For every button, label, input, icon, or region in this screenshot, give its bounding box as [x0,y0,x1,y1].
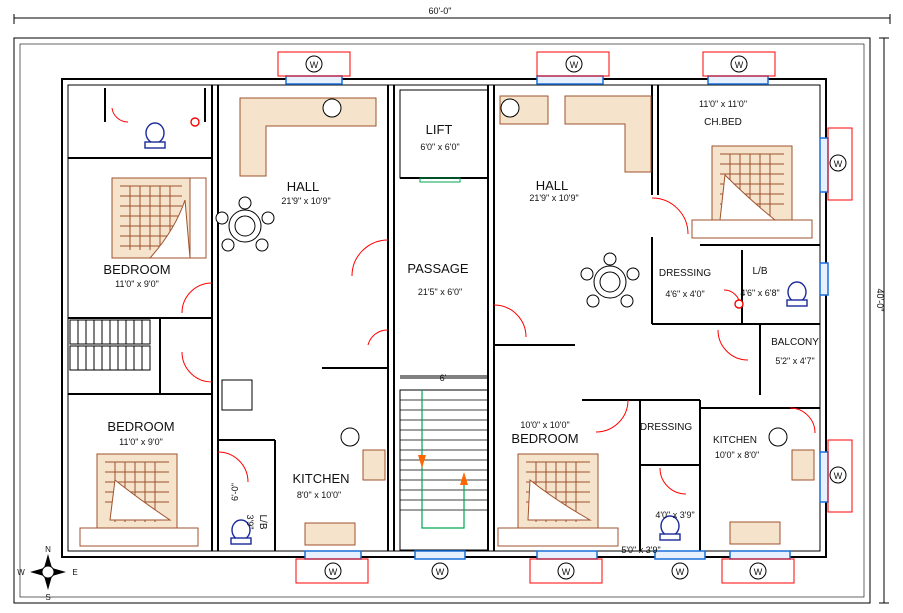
toilet-icon [786,281,808,307]
room-name-bedroom-left-lower: BEDROOM [107,419,174,434]
stove-icon [791,449,815,481]
window-tag: W [827,127,853,201]
room-name-chbed: CH.BED [704,117,742,128]
windows [285,75,829,560]
window-tag: W [536,51,610,77]
room-size-bedroom-left-upper: 11'0" x 9'0" [115,279,159,289]
stairs: 6' [399,373,489,551]
room-size-bedroom-left-lower: 11'0" x 9'0" [119,437,163,447]
svg-text:W: W [570,60,579,70]
svg-text:W: W [735,60,744,70]
stove-icon [362,449,386,481]
room-size-kitchen-right: 10'0" x 8'0" [715,450,759,460]
window-tag: W [827,439,853,513]
toilet-icon [659,515,681,541]
room-name-lb-left: L/B [257,514,268,529]
room-name-lift: LIFT [426,122,453,137]
dining-table-icon [580,252,640,308]
window-tag: W [277,51,351,77]
toilet-icon [230,519,252,545]
room-name-hall-right: HALL [536,178,569,193]
right-unit-walls [494,85,820,551]
window-tag: W [529,558,603,584]
room-size-dressing-lower-b: 5'0" x 3'9" [621,545,660,555]
room-size-hall-left: 21'9" x 10'9" [281,196,330,206]
svg-text:W: W [562,567,571,577]
plot-boundary [13,37,871,604]
room-size-chbed: 11'0" x 11'0" [699,99,747,109]
room-name-balcony: BALCONY [771,337,819,348]
room-size-balcony: 5'2" x 4'7" [775,356,814,366]
wardrobes [69,319,151,371]
compass-south: S [45,593,50,602]
window-tag: W [702,51,776,77]
plot-inner-boundary [19,43,865,598]
room-name-bedroom-right: BEDROOM [511,431,578,446]
kitchen-fixtures [304,98,815,546]
dimension-top: 60'-0" [13,6,891,24]
svg-text:W: W [436,567,445,577]
svg-text:W: W [676,567,685,577]
bed-icon [79,453,199,547]
svg-text:W: W [310,60,319,70]
room-name-hall-left: HALL [287,179,320,194]
overall-width-label: 60'-0" [429,6,452,16]
room-size-lb-left-a: 6'-0" [230,483,240,501]
room-size-passage: 21'5" x 6'0" [418,287,462,297]
room-size-lb-right: 4'6" x 6'8" [740,288,779,298]
room-size-lift: 6'0" x 6'0" [420,142,459,152]
room-name-dressing-upper: DRESSING [659,268,711,279]
person-icon [322,98,342,118]
person-icon [500,98,520,118]
room-name-kitchen-right: KITCHEN [713,435,757,446]
svg-text:W: W [834,471,843,481]
room-name-passage: PASSAGE [407,261,469,276]
sink-icon [729,521,781,545]
toilets [144,117,808,545]
window-tags: W W W W W W W [277,51,853,584]
room-name-bedroom-left-upper: BEDROOM [103,262,170,277]
room-size-dressing-lower-a: 4'0" x 3'9" [655,510,694,520]
person-icon [340,427,360,447]
overall-depth-label: 40'-0" [875,289,885,312]
sofa-icon [239,97,377,177]
bed-icon [111,177,207,259]
core-walls [399,85,495,551]
bed-icon [691,145,813,239]
room-name-lb-right: L/B [752,266,767,277]
sofa-icon [564,95,652,173]
dimension-right: 40'-0" [875,37,889,604]
compass-icon: N S E W [17,545,77,602]
duct-shaft [221,379,253,411]
doors [111,107,816,495]
room-size-lb-left-b: 3'9" [245,515,255,530]
stair-width-label: 6' [440,373,447,383]
compass-east: E [72,568,77,577]
compass-north: N [45,545,51,554]
person-icon [768,427,788,447]
svg-text:W: W [834,159,843,169]
left-unit-walls [68,85,395,551]
beds [79,145,813,547]
dining-table-icon [215,196,275,252]
dining-tables [215,196,640,308]
room-name-kitchen-left: KITCHEN [292,471,349,486]
window-tag: W [431,562,449,580]
window-tag: W [671,562,689,580]
sink-icon [304,522,356,546]
room-size-dressing-upper: 4'6" x 4'0" [665,289,704,299]
toilet-icon [144,122,166,149]
window-tag: W [721,558,795,584]
bed-icon [497,453,619,547]
room-size-kitchen-left: 8'0" x 10'0" [297,490,341,500]
room-size-hall-right: 21'9" x 10'9" [529,193,578,203]
room-size-bedroom-right: 10'0" x 10'0" [520,420,569,430]
svg-text:W: W [329,567,338,577]
compass-west: W [17,568,25,577]
room-name-dressing-lower: DRESSING [640,422,692,433]
window-tag: W [295,558,369,584]
svg-text:W: W [754,567,763,577]
